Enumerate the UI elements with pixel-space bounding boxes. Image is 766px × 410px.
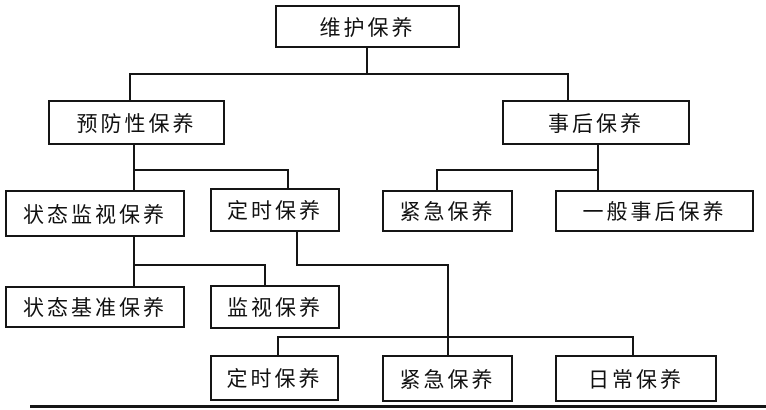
node-condition-based-maintenance: 状态基准保养 [5,286,185,328]
connector-line [366,47,368,75]
connector-line [436,169,599,171]
connector-line [632,336,634,358]
connector-line [133,169,289,171]
connector-line [296,264,449,266]
node-preventive-maintenance: 预防性保养 [48,100,225,145]
node-general-post-maintenance: 一般事后保养 [555,190,754,232]
bottom-rule [30,405,766,408]
node-condition-monitoring-maintenance: 状态监视保养 [5,190,185,237]
connector-line [264,264,266,287]
connector-line [129,73,569,75]
connector-line [597,144,599,192]
connector-line [436,169,438,192]
connector-line [133,144,135,192]
connector-line [129,73,131,102]
node-scheduled-maintenance: 定时保养 [210,188,340,232]
node-maintenance: 维护保养 [275,5,460,48]
node-daily-maintenance: 日常保养 [555,355,717,402]
connector-line [287,169,289,190]
connector-line [567,73,569,102]
node-post-maintenance: 事后保养 [502,100,690,145]
node-emergency-maintenance: 紧急保养 [382,190,513,232]
connector-line [133,236,135,287]
connector-line [296,231,298,266]
connector-line [277,336,279,357]
connector-line [133,264,266,266]
connector-line [277,336,634,338]
node-monitoring-maintenance: 监视保养 [210,285,340,329]
connector-line [447,264,449,357]
node-scheduled-maintenance-bottom: 定时保养 [210,355,339,401]
node-emergency-maintenance-bottom: 紧急保养 [382,355,513,402]
